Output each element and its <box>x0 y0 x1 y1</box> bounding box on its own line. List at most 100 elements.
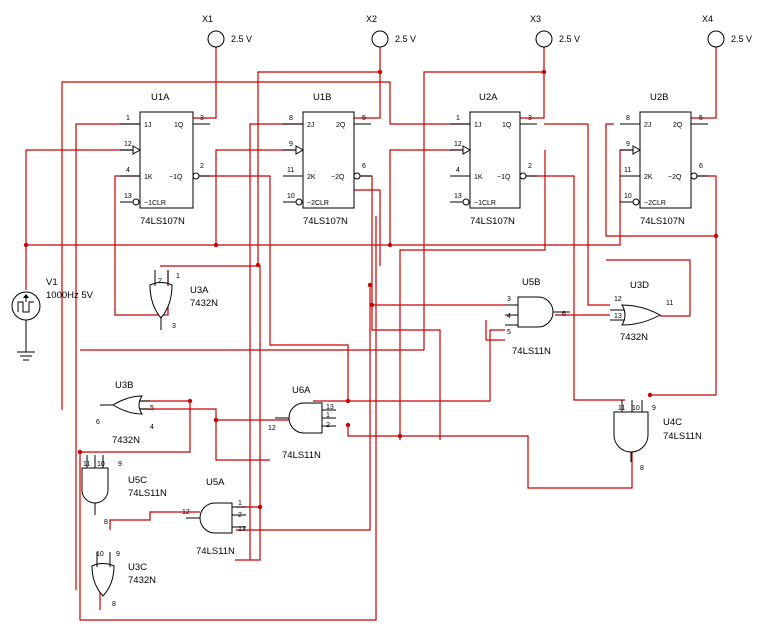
pin-label: ~1CLR <box>474 200 496 207</box>
pin-number: 3 <box>172 323 176 330</box>
pin-label: ~2CLR <box>644 200 666 207</box>
pin-number: 10 <box>96 551 104 558</box>
source-spec: 1000Hz 5V <box>46 290 94 301</box>
pin-label: 2Q <box>673 122 683 129</box>
component-ref: U3A <box>190 285 209 296</box>
or-gate-u3a: 2 1 3 U3A 7432N <box>149 270 218 330</box>
pin-number: 1 <box>238 500 242 507</box>
pin-number: 12 <box>268 425 276 432</box>
pin-number: 5 <box>362 115 366 122</box>
pin-number: 10 <box>624 193 632 200</box>
pin-number: 6 <box>562 311 566 318</box>
or-gate-body <box>621 304 662 326</box>
pin-number: 10 <box>287 193 295 200</box>
probe-name: X3 <box>530 14 541 24</box>
wire-net <box>25 47 717 621</box>
part-number: 74LS11N <box>196 546 235 557</box>
pin-number: 3 <box>528 115 532 122</box>
and-gate-u6a: 13 1 2 12 U6A 74LS11N <box>268 385 336 461</box>
flipflop-body <box>469 111 521 209</box>
inversion-bubble-icon <box>519 172 527 180</box>
inversion-bubble-icon <box>690 172 698 180</box>
clock-triangle-icon <box>132 145 142 155</box>
pin-label: 2J <box>307 122 314 129</box>
part-number: 74LS107N <box>640 216 685 227</box>
component-ref: U3D <box>630 280 649 291</box>
pin-label: 2J <box>644 122 651 129</box>
pin-label: 1K <box>474 174 483 181</box>
pin-number: 9 <box>626 141 630 148</box>
clock-source-v1: V1 1000Hz 5V <box>11 277 94 361</box>
probe-x4: X4 2.5 V <box>702 14 752 48</box>
pin-number: 9 <box>116 551 120 558</box>
clock-triangle-icon <box>295 145 305 155</box>
pin-number: 8 <box>104 519 108 526</box>
and-gate-body <box>517 296 554 328</box>
pin-label: ~1CLR <box>144 200 166 207</box>
probe-name: X2 <box>366 14 377 24</box>
flipflop-body <box>302 111 355 209</box>
component-ref: U6A <box>292 385 311 396</box>
pin-number: 2 <box>238 512 242 519</box>
component-ref: U1B <box>313 92 331 103</box>
pin-number: 11 <box>618 405 625 412</box>
part-number: 74LS11N <box>128 488 167 499</box>
probe-reading: 2.5 V <box>731 34 752 44</box>
component-ref: U2B <box>650 92 668 103</box>
probe-name: X4 <box>702 14 713 24</box>
pin-number: 6 <box>699 163 703 170</box>
or-gate-u3c: 10 9 8 U3C 7432N <box>91 551 156 608</box>
or-gate-body <box>112 395 143 415</box>
pin-number: 13 <box>614 313 622 320</box>
part-number: 7432N <box>128 575 156 586</box>
component-ref: U1A <box>151 92 170 103</box>
inversion-bubble-icon <box>192 172 200 180</box>
pin-number: 4 <box>456 167 460 174</box>
pin-number: 2 <box>158 278 162 285</box>
pin-number: 5 <box>150 405 154 412</box>
pin-label: 2K <box>644 174 653 181</box>
probe-icon <box>207 30 225 48</box>
pin-label: ~2CLR <box>307 200 329 207</box>
junction-dots <box>23 69 719 510</box>
pin-number: 10 <box>632 405 640 412</box>
part-number: 7432N <box>620 332 648 343</box>
pin-number: 12 <box>614 296 622 303</box>
pin-number: 3 <box>200 115 204 122</box>
inversion-bubble-icon <box>353 172 361 180</box>
pin-label: ~2Q <box>331 174 345 181</box>
pin-number: 1 <box>326 412 330 419</box>
pin-number: 9 <box>652 405 656 412</box>
component-ref: U3B <box>115 380 133 391</box>
pin-number: 13 <box>238 526 246 533</box>
pin-number: 1 <box>176 273 180 280</box>
inversion-bubble-icon <box>132 198 140 206</box>
flipflop-body <box>639 111 692 209</box>
pin-number: 4 <box>150 424 154 431</box>
pin-number: 13 <box>124 193 132 200</box>
pin-label: 1K <box>144 174 153 181</box>
pin-number: 12 <box>454 141 462 148</box>
part-number: 74LS107N <box>470 216 515 227</box>
pin-number: 6 <box>362 163 366 170</box>
probe-name: X1 <box>202 14 213 24</box>
pin-number: 12 <box>124 141 132 148</box>
and-gate-u5a: 1 2 13 12 U5A 74LS11N <box>182 477 246 557</box>
component-ref: U2A <box>479 92 498 103</box>
pin-label: 2K <box>307 174 316 181</box>
plus-arrow-icon <box>23 294 29 298</box>
flipflop-u1b: 8 9 11 10 5 6 2J 2K ~2CLR 2Q ~2Q U1B 74L… <box>283 92 371 227</box>
pin-number: 2 <box>326 422 330 429</box>
pin-number: 11 <box>287 167 294 174</box>
pin-number: 11 <box>83 461 90 468</box>
or-gate-body <box>91 563 115 597</box>
part-number: 7432N <box>190 298 218 309</box>
pin-number: 2 <box>200 163 204 170</box>
pin-number: 6 <box>96 419 100 426</box>
pin-label: 1Q <box>174 122 184 129</box>
component-ref: U5C <box>128 475 147 486</box>
pin-number: 11 <box>666 300 673 307</box>
component-ref: U5B <box>522 277 540 288</box>
part-number: 74LS107N <box>140 216 185 227</box>
